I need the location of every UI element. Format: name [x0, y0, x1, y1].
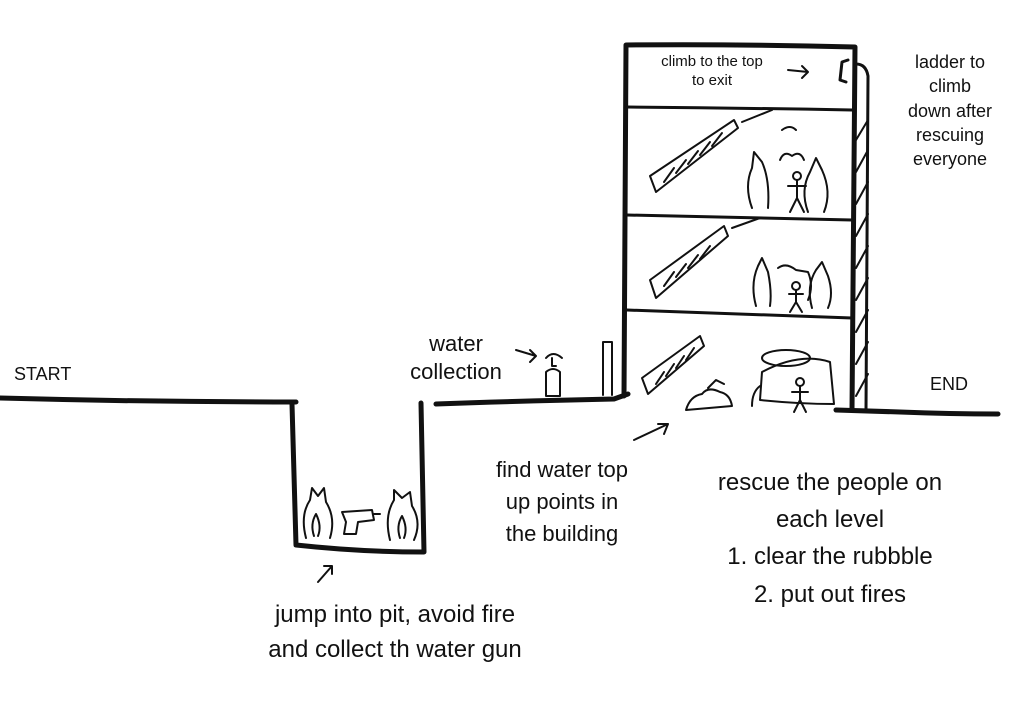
find-water-line: up points in — [505, 488, 619, 514]
pit-arrow — [317, 565, 333, 583]
stick-figure-icon — [788, 281, 804, 313]
pit-line: jump into pit, avoid fire — [274, 601, 516, 628]
ladder-icon — [854, 62, 870, 412]
fire-icon — [747, 126, 829, 213]
small-post — [602, 341, 613, 396]
ladder-line: rescuing — [915, 124, 985, 145]
water-collection-line: water — [429, 331, 483, 356]
climb-line: climb to the top — [661, 53, 763, 70]
building-entry-arrow — [633, 423, 669, 441]
ladder-note-label: ladder to climb down after rescuing ever… — [888, 50, 1012, 171]
pit-line: and collect th water gun — [268, 635, 522, 663]
ladder-line: down after — [907, 100, 993, 121]
rescue-line: 1. clear the rubbble — [727, 543, 933, 571]
staircase-icon — [641, 335, 705, 395]
rescue-line: each level — [775, 506, 885, 534]
water-station-icon — [515, 349, 563, 397]
exit-marker-icon — [838, 58, 850, 84]
rubble-icon — [685, 349, 835, 411]
stick-figure-icon — [791, 377, 809, 413]
climb-to-exit-label: climb to the top to exit — [632, 53, 792, 91]
ladder-line: ladder to — [914, 52, 986, 72]
water-gun-icon — [341, 509, 381, 535]
pit-fire-right — [386, 489, 419, 541]
staircase-icon — [649, 217, 761, 299]
ladder-line: climb — [928, 76, 971, 97]
building — [621, 42, 858, 413]
climb-line: to exit — [691, 71, 733, 89]
find-water-label: find water top up points in the building — [472, 454, 652, 550]
climb-arrow — [787, 65, 809, 79]
find-water-line: the building — [505, 520, 619, 546]
rescue-instructions-label: rescue the people on each level 1. clear… — [680, 464, 980, 613]
ground-terrain — [0, 391, 1001, 555]
find-water-line: find water top — [495, 457, 629, 482]
rescue-line: rescue the people on — [717, 469, 943, 496]
ladder-line: everyone — [912, 149, 988, 170]
pit-fire-left — [302, 487, 334, 539]
water-collection-label: water collection — [404, 330, 508, 385]
staircase-icon — [649, 109, 773, 193]
stick-figure-icon — [787, 171, 807, 213]
pit-instructions-label: jump into pit, avoid fire and collect th… — [220, 598, 570, 668]
rescue-line: 2. put out fires — [753, 580, 907, 608]
start-label: START — [14, 364, 72, 384]
end-label: END — [930, 374, 969, 394]
fire-icon — [752, 257, 832, 309]
water-collection-line: collection — [410, 358, 502, 384]
